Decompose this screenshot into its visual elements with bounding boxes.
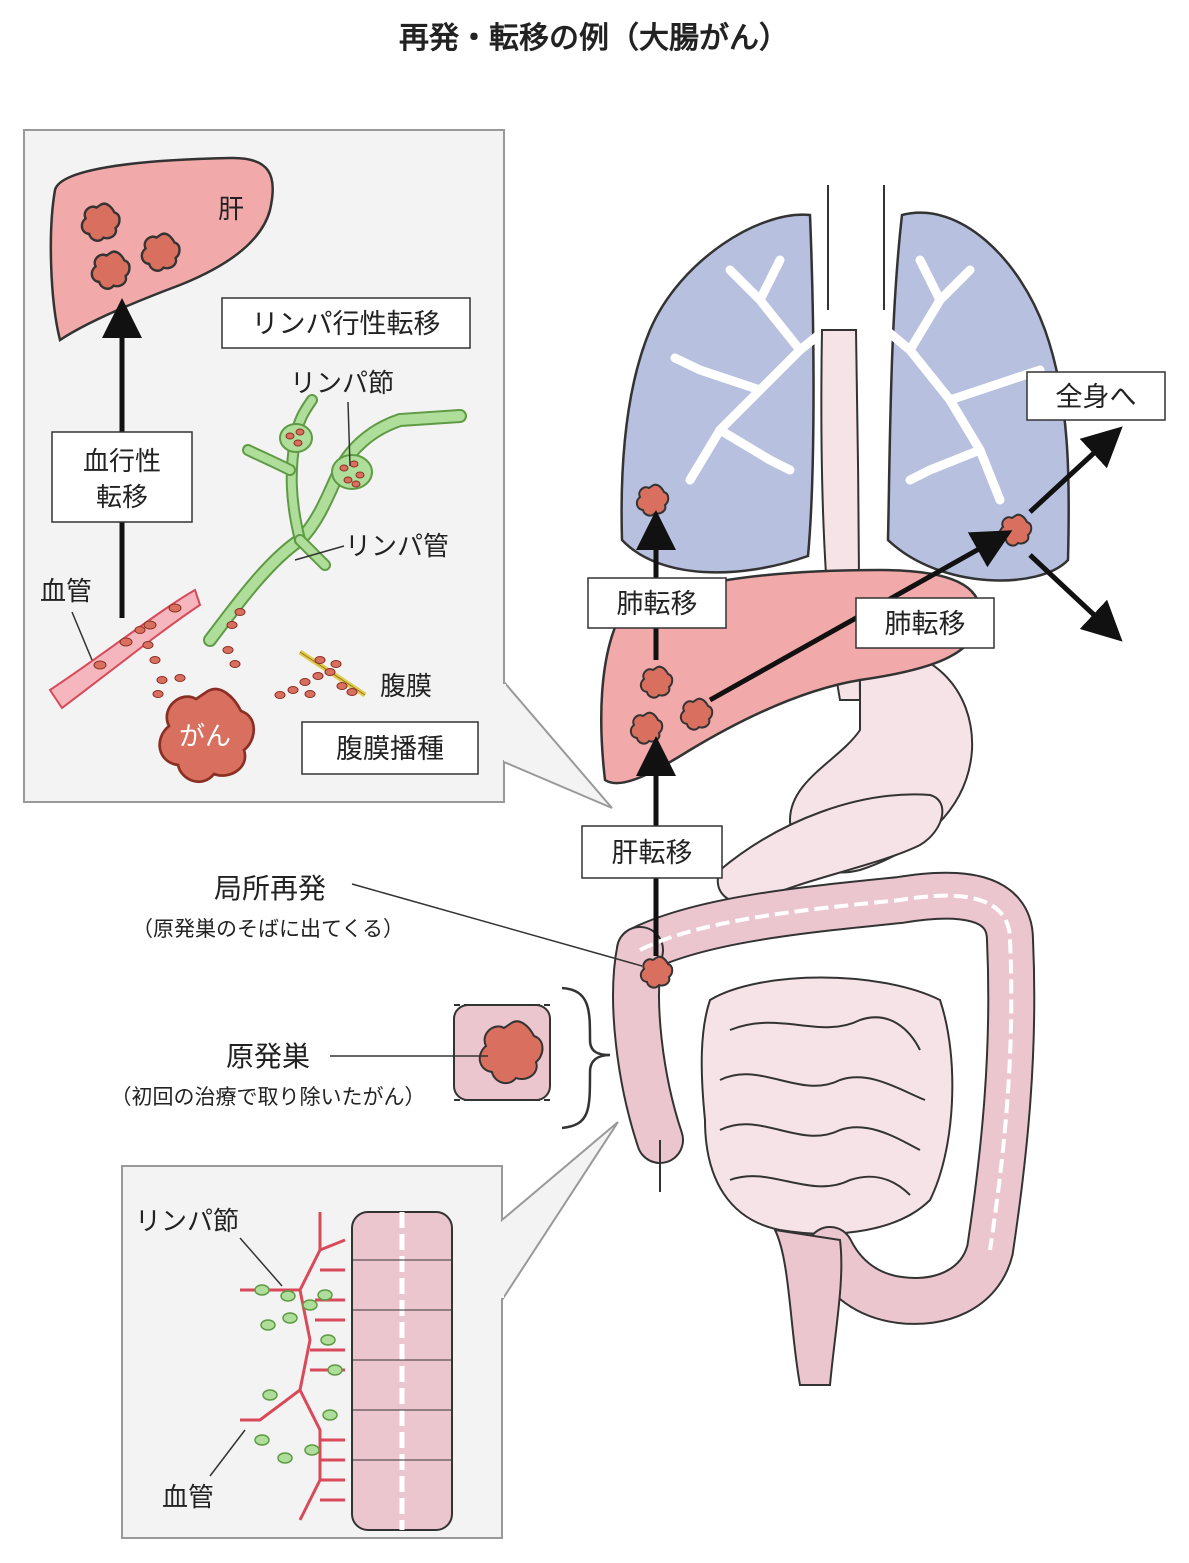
bottom-blood-vessel-label: 血管 <box>162 1483 214 1513</box>
svg-text:腹膜播種: 腹膜播種 <box>336 734 444 765</box>
lymphatic-metastasis-box: リンパ行性転移 <box>221 297 471 349</box>
trachea <box>827 185 885 315</box>
svg-text:リンパ行性転移: リンパ行性転移 <box>252 309 441 340</box>
liver-label: 肝 <box>218 195 244 225</box>
panel-cancer-tumor: がん <box>158 687 256 784</box>
whole-body-box: 全身へ <box>1026 371 1166 421</box>
bottom-lymph-nodes <box>254 1284 343 1464</box>
small-intestine <box>700 976 954 1235</box>
cancer-label: がん <box>179 722 231 752</box>
panel-liver: 肝 <box>49 156 275 343</box>
lungs <box>620 211 1071 582</box>
metastasis-arrows <box>636 426 1123 956</box>
primary-lesion-label: 原発巣 （初回の治療で取り除いたがん） <box>111 1040 488 1109</box>
svg-text:血行性: 血行性 <box>83 447 161 477</box>
colon <box>612 871 1036 1386</box>
lung-metastasis-box-right: 肺転移 <box>855 597 995 649</box>
svg-text:局所再発: 局所再発 <box>214 872 326 905</box>
primary-lesion-illustration <box>453 986 611 1130</box>
hematogenous-label-box: 血行性 転移 <box>51 431 193 523</box>
bottom-intestine-segment <box>351 1211 453 1531</box>
bottom-blood-vessels <box>240 1212 346 1521</box>
panel-lymph-nodes: リンパ節 リンパ管 <box>222 369 449 668</box>
svg-text:（初回の治療で取り除いたがん）: （初回の治療で取り除いたがん） <box>111 1085 426 1109</box>
peritoneum-label: 腹膜 <box>380 672 432 702</box>
blood-vessel-label: 血管 <box>40 577 92 607</box>
peritoneal-dissemination-box: 腹膜播種 <box>301 721 479 775</box>
lymph-vessel-label: リンパ管 <box>345 532 449 562</box>
local-recurrence-label: 局所再発 （原発巣のそばに出てくる） <box>132 872 643 967</box>
svg-text:転移: 転移 <box>96 483 148 513</box>
svg-text:肝転移: 肝転移 <box>612 838 693 869</box>
svg-text:（原発巣のそばに出てくる）: （原発巣のそばに出てくる） <box>132 917 404 941</box>
panel-peritoneum: 腹膜 <box>274 649 432 702</box>
bottom-lymph-node-label: リンパ節 <box>135 1207 239 1237</box>
lung-metastasis-box-left: 肺転移 <box>587 577 727 629</box>
liver-metastasis-box: 肝転移 <box>581 825 723 879</box>
svg-text:原発巣: 原発巣 <box>226 1040 310 1073</box>
lymph-node-label: リンパ節 <box>290 369 394 399</box>
page-title: 再発・転移の例（大腸がん） <box>399 21 789 56</box>
svg-text:肺転移: 肺転移 <box>617 589 698 620</box>
svg-text:全身へ: 全身へ <box>1056 382 1137 413</box>
panel-scattered-cells <box>134 626 186 698</box>
svg-text:肺転移: 肺転移 <box>885 609 966 640</box>
panel-blood-vessel: 血管 <box>40 577 202 710</box>
